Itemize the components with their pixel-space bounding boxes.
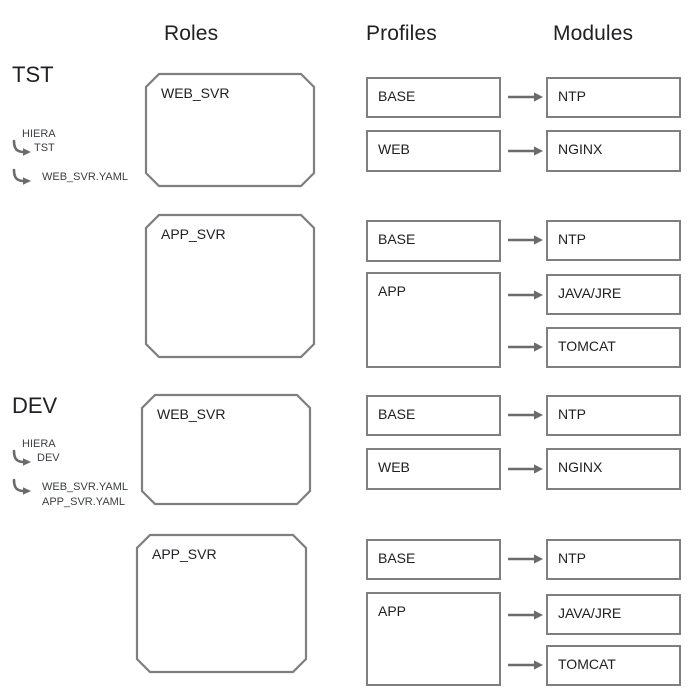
hiera-entry: WEB_SVR.YAML (42, 171, 128, 183)
profile-module-arrow-icon (500, 230, 551, 250)
profile-label: BASE (378, 550, 416, 566)
hiera-branch-arrow-icon (12, 168, 34, 186)
role-box[interactable]: APP_SVR (135, 533, 308, 674)
profile-module-arrow-icon (500, 549, 551, 569)
profile-module-arrow-icon (500, 141, 551, 161)
profile-box[interactable]: WEB (366, 130, 501, 172)
module-label: NTP (558, 406, 586, 422)
profile-label: BASE (378, 406, 416, 422)
profile-label: BASE (378, 231, 416, 247)
module-box[interactable]: JAVA/JRE (546, 594, 681, 635)
profile-label: WEB (378, 141, 410, 157)
role-box[interactable]: WEB_SVR (140, 393, 312, 506)
module-box[interactable]: NGINX (546, 130, 681, 172)
profile-module-arrow-icon (500, 605, 551, 625)
column-header-profiles: Profiles (366, 22, 437, 45)
module-box[interactable]: NTP (546, 395, 681, 436)
profile-module-arrow-icon (500, 655, 551, 675)
module-box[interactable]: JAVA/JRE (546, 274, 681, 315)
module-label: JAVA/JRE (558, 605, 622, 621)
environment-label-dev: DEV (12, 393, 58, 418)
module-label: NGINX (558, 459, 603, 475)
hiera-entry: WEB_SVR.YAML (42, 481, 128, 493)
profile-module-arrow-icon (500, 285, 551, 305)
hiera-branch-arrow-icon (12, 139, 34, 157)
hiera-title: HIERA (22, 438, 56, 450)
hiera-title: HIERA (22, 128, 56, 140)
profile-box[interactable]: BASE (366, 539, 501, 580)
role-label: APP_SVR (152, 546, 217, 562)
profile-label: BASE (378, 88, 416, 104)
profile-module-arrow-icon (500, 337, 551, 357)
profile-label: WEB (378, 459, 410, 475)
profile-label: APP (378, 603, 407, 619)
profile-module-arrow-icon (500, 405, 551, 425)
environment-label-tst: TST (12, 62, 54, 87)
profile-box[interactable]: BASE (366, 77, 501, 118)
hiera-entry: DEV (37, 452, 60, 464)
module-box[interactable]: TOMCAT (546, 327, 681, 368)
profile-box[interactable]: APP (366, 592, 501, 686)
module-label: TOMCAT (558, 656, 616, 672)
role-box[interactable]: APP_SVR (144, 213, 316, 359)
role-label: APP_SVR (161, 226, 226, 242)
profile-box[interactable]: WEB (366, 448, 501, 490)
module-label: NTP (558, 550, 586, 566)
hiera-branch-arrow-icon (12, 449, 34, 467)
profile-module-arrow-icon (500, 459, 551, 479)
hiera-entry-continued: APP_SVR.YAML (42, 496, 125, 508)
hiera-branch-arrow-icon (12, 478, 34, 496)
role-box[interactable]: WEB_SVR (144, 72, 316, 188)
module-label: TOMCAT (558, 338, 616, 354)
hiera-entry: TST (34, 142, 55, 154)
module-label: NTP (558, 231, 586, 247)
module-box[interactable]: NTP (546, 220, 681, 261)
role-label: WEB_SVR (157, 406, 226, 422)
profile-label: APP (378, 283, 407, 299)
column-header-roles: Roles (164, 22, 219, 45)
module-box[interactable]: NTP (546, 77, 681, 118)
module-box[interactable]: NTP (546, 539, 681, 580)
profile-box[interactable]: APP (366, 272, 501, 368)
column-header-modules: Modules (553, 22, 634, 45)
role-label: WEB_SVR (161, 85, 230, 101)
module-box[interactable]: NGINX (546, 448, 681, 490)
module-label: JAVA/JRE (558, 285, 622, 301)
profile-module-arrow-icon (500, 87, 551, 107)
profile-box[interactable]: BASE (366, 395, 501, 436)
module-label: NGINX (558, 141, 603, 157)
module-box[interactable]: TOMCAT (546, 645, 681, 686)
module-label: NTP (558, 88, 586, 104)
profile-box[interactable]: BASE (366, 220, 501, 262)
